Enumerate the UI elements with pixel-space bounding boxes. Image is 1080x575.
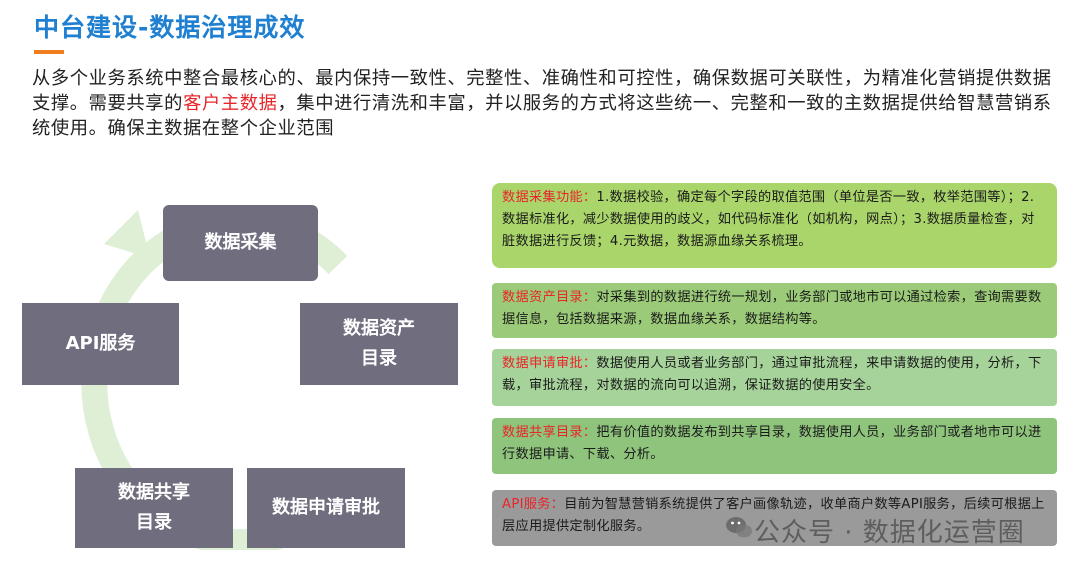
cycle-node-share: 数据共享 目录 [75, 468, 233, 548]
card-share-text: 把有价值的数据发布到共享目录，数据使用人员，业务部门或者地市可以进行数据申请、下… [502, 425, 1042, 462]
card-collect-text: 1.数据校验，确定每个字段的取值范围（单位是否一致，枚举范围等）；2.数据标准化… [502, 190, 1035, 249]
cycle-node-api: API服务 [22, 303, 179, 385]
card-catalog-label: 数据资产目录： [502, 290, 597, 305]
cycle-node-collect: 数据采集 [163, 205, 318, 281]
cycle-node-apply-label: 数据申请审批 [272, 497, 380, 518]
cycle-node-catalog-label-2: 目录 [361, 348, 397, 369]
card-apply-label: 数据申请审批： [502, 356, 597, 371]
intro-highlight: 客户主数据 [183, 93, 278, 114]
card-request-approval: 数据申请审批：数据使用人员或者业务部门，通过审批流程，来申请数据的使用，分析，下… [492, 349, 1057, 406]
cycle-node-api-label: API服务 [65, 333, 136, 354]
card-asset-catalog: 数据资产目录：对采集到的数据进行统一规划，业务部门或地市可以通过检索，查询需要数… [492, 283, 1057, 338]
watermark-text: 公众号 · 数据化运营圈 [754, 518, 1025, 548]
card-api-text: 目前为智慧营销系统提供了客户画像轨迹，收单商户数等API服务，后续可根据上层应用… [502, 497, 1045, 534]
cycle-node-share-label-2: 目录 [136, 512, 172, 533]
card-api-service: API服务：目前为智慧营销系统提供了客户画像轨迹，收单商户数等API服务，后续可… [492, 490, 1057, 546]
intro-text-part1: 从多个业务系统中整合最核心的、最内保持一致性、完整性、准确性和可控性，确保数据可… [32, 68, 1052, 114]
cycle-ring-arrowhead [104, 210, 150, 258]
page-title: 中台建设-数据治理成效 [34, 13, 306, 42]
card-share-label: 数据共享目录： [502, 425, 597, 440]
cycle-node-apply: 数据申请审批 [247, 468, 405, 548]
watermark: 公众号 · 数据化运营圈 [720, 512, 1025, 549]
wechat-icon [726, 517, 752, 538]
card-data-collect: 数据采集功能：1.数据校验，确定每个字段的取值范围（单位是否一致，枚举范围等）；… [492, 183, 1057, 268]
cycle-node-collect-label: 数据采集 [204, 232, 277, 253]
card-catalog-text: 对采集到的数据进行统一规划，业务部门或地市可以通过检索，查询需要数据信息，包括数… [502, 290, 1042, 327]
intro-text-part2: ，集中进行清洗和丰富，并以服务的方式将这些统一、完整和一致的主数据提供给智慧营销… [32, 93, 1052, 139]
cycle-node-share-label-1: 数据共享 [118, 482, 190, 503]
title-underline [34, 50, 64, 54]
card-share-catalog: 数据共享目录：把有价值的数据发布到共享目录，数据使用人员，业务部门或者地市可以进… [492, 418, 1057, 474]
intro-paragraph: 从多个业务系统中整合最核心的、最内保持一致性、完整性、准确性和可控性，确保数据可… [32, 66, 1062, 141]
card-collect-label: 数据采集功能： [502, 190, 597, 205]
card-api-label: API服务： [502, 497, 565, 512]
cycle-node-catalog-label-1: 数据资产 [343, 318, 415, 339]
cycle-node-catalog: 数据资产 目录 [300, 303, 458, 385]
card-apply-text: 数据使用人员或者业务部门，通过审批流程，来申请数据的使用，分析，下载，审批流程，… [502, 356, 1042, 393]
